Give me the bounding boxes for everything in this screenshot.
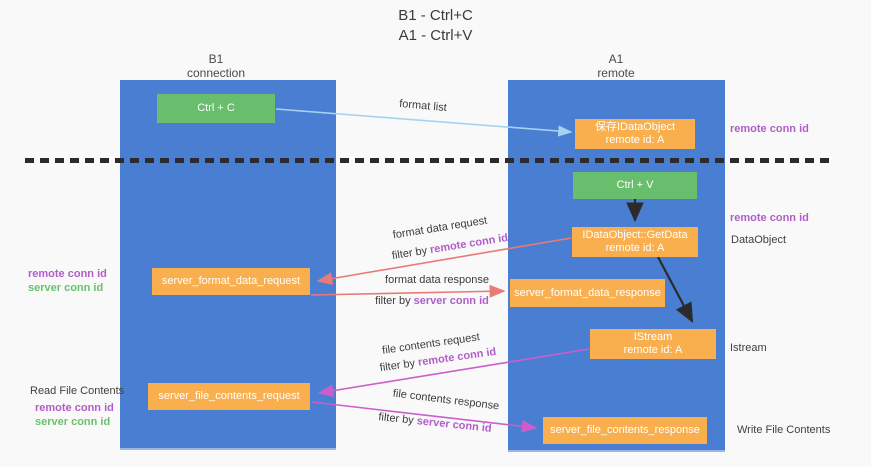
remote-conn-id-key: remote conn id — [429, 231, 509, 257]
box-istream[interactable]: IStream remote id: A — [590, 329, 716, 359]
label-file-contents-response: file contents response — [392, 387, 500, 413]
istream-line2: remote id: A — [623, 344, 683, 356]
server-conn-id-key: server conn id — [413, 295, 489, 307]
session-divider-dashed-line — [25, 158, 831, 163]
title-line-b1: B1 - Ctrl+C — [398, 7, 473, 24]
server-file-contents-request-label: server_file_contents_request — [158, 390, 300, 402]
lane-header-a1: A1 remote — [566, 52, 666, 80]
box-server-file-contents-response[interactable]: server_file_contents_response — [543, 417, 707, 444]
left-remote-conn-id-mid: remote conn id — [28, 268, 107, 280]
right-write-file-contents-label: Write File Contents — [737, 424, 831, 436]
box-idataobject-getdata[interactable]: IDataObject::GetData remote id: A — [572, 227, 698, 257]
right-istream-label: Istream — [730, 342, 767, 354]
istream-line1: IStream — [633, 331, 673, 343]
server-conn-id-key-2: server conn id — [416, 415, 493, 435]
save-idataobject-line1: 保存IDataObject — [594, 121, 676, 133]
save-idataobject-line2: remote id: A — [605, 134, 665, 146]
server-format-data-response-label: server_format_data_response — [514, 286, 661, 299]
left-server-conn-id-mid: server conn id — [28, 282, 104, 294]
title-line-a1: A1 - Ctrl+V — [398, 27, 473, 44]
server-file-contents-response-label: server_file_contents_response — [550, 424, 700, 436]
box-ctrl-c[interactable]: Ctrl + C — [157, 94, 275, 123]
left-remote-conn-id-bottom: remote conn id — [35, 402, 114, 414]
right-dataobject-label: DataObject — [731, 234, 787, 246]
label-format-data-response-filter: filter by server conn id — [375, 295, 489, 307]
right-remote-conn-id-top: remote conn id — [730, 123, 809, 135]
box-save-idataobject[interactable]: 保存IDataObject remote id: A — [575, 119, 695, 149]
lane-header-b1: B1 connection — [166, 52, 266, 80]
ctrl-c-label: Ctrl + C — [197, 102, 235, 114]
ctrl-v-label: Ctrl + V — [616, 179, 654, 191]
box-server-file-contents-request[interactable]: server_file_contents_request — [148, 383, 310, 410]
left-read-file-contents-label: Read File Contents — [30, 385, 125, 397]
label-format-list: format list — [398, 97, 448, 115]
lane-b1-role: connection — [186, 66, 246, 80]
getdata-line2: remote id: A — [605, 242, 665, 254]
box-server-format-data-response[interactable]: server_format_data_response — [510, 279, 665, 307]
getdata-line1: IDataObject::GetData — [582, 229, 688, 241]
right-remote-conn-id-mid: remote conn id — [730, 212, 809, 224]
lane-a1-name: A1 — [608, 52, 624, 66]
lane-b1-name: B1 — [208, 52, 224, 66]
diagram-title: B1 - Ctrl+C A1 - Ctrl+V — [0, 6, 871, 46]
box-ctrl-v[interactable]: Ctrl + V — [573, 172, 697, 199]
lane-a1-role: remote — [597, 66, 635, 80]
box-server-format-data-request[interactable]: server_format_data_request — [152, 268, 310, 295]
left-server-conn-id-bottom: server conn id — [35, 416, 111, 428]
label-format-data-response: format data response — [385, 274, 489, 286]
server-format-data-request-label: server_format_data_request — [161, 275, 301, 287]
label-file-contents-response-filter: filter by server conn id — [377, 411, 493, 435]
